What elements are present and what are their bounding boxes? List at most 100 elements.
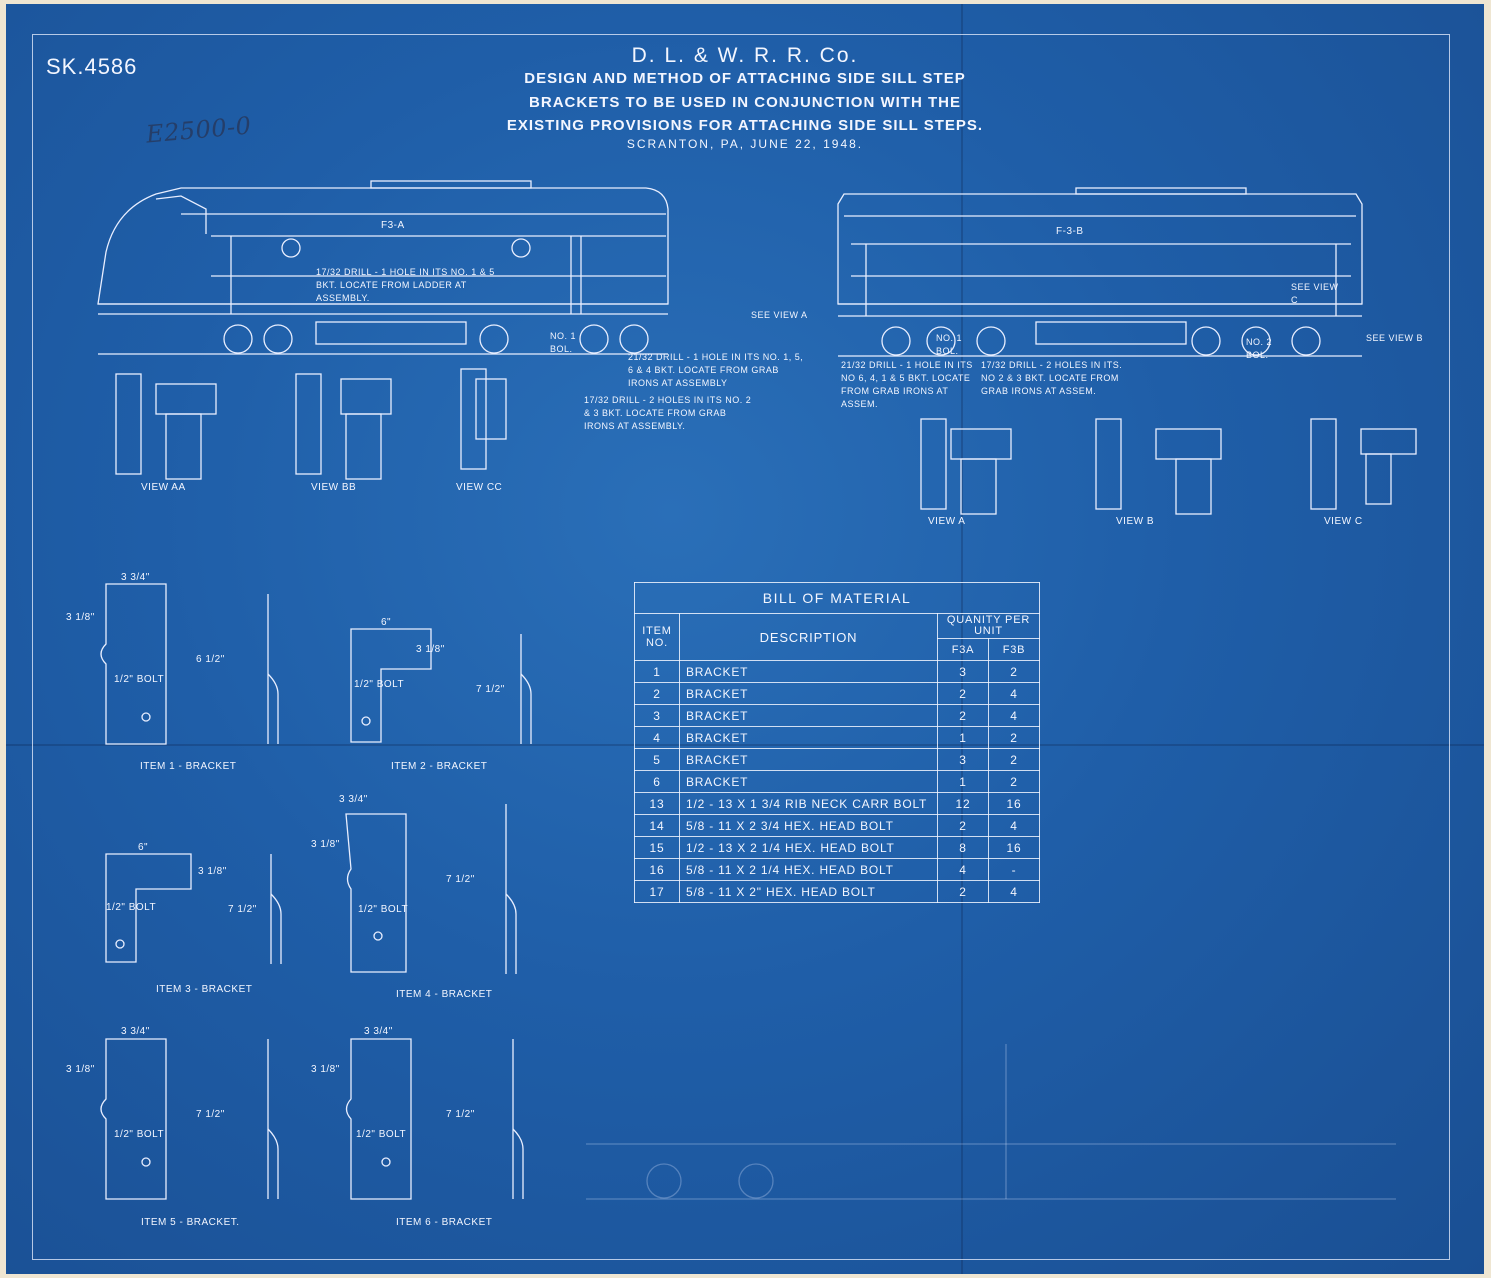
- item-5-width: 3 3/4": [121, 1026, 150, 1037]
- item-3-bolt: 1/2" BOLT: [106, 902, 157, 913]
- sheet-number: SK.4586: [46, 54, 138, 79]
- item-1-width: 3 3/4": [121, 572, 150, 583]
- item-6-height-1: 3 1/8": [311, 1064, 340, 1075]
- bom-col-f3b: F3B: [988, 638, 1040, 661]
- place-date: SCRANTON, PA, JUNE 22, 1948.: [626, 137, 864, 151]
- bom-qty-f3a: 3: [937, 748, 989, 771]
- view-cc-label: VIEW CC: [456, 482, 503, 493]
- item-4-bolt: 1/2" BOLT: [358, 904, 409, 915]
- view-c-label: VIEW C: [1324, 516, 1363, 527]
- bom-qty-f3a: 2: [937, 814, 989, 837]
- item-5-bolt: 1/2" BOLT: [114, 1129, 165, 1140]
- bracket-drawings: [100, 583, 532, 1200]
- bom-qty-f3a: 1: [937, 770, 989, 793]
- bom-description: BRACKET: [679, 748, 938, 771]
- detail-views: [115, 368, 1417, 515]
- item-6-height-2: 7 1/2": [446, 1109, 475, 1120]
- blueprint-sheet: SK.4586 E2500-0 D. L. & W. R. R. Co. DES…: [6, 4, 1484, 1274]
- bom-description: BRACKET: [679, 704, 938, 727]
- item-6-bolt: 1/2" BOLT: [356, 1129, 407, 1140]
- bom-col-item: ITEM NO.: [634, 613, 680, 661]
- item-4-height-2: 7 1/2": [446, 874, 475, 885]
- bom-item-no: 17: [634, 880, 680, 903]
- item-5-height-2: 7 1/2": [196, 1109, 225, 1120]
- bom-qty-f3b: 2: [988, 660, 1040, 683]
- item-5-height-1: 3 1/8": [66, 1064, 95, 1075]
- bom-qty-f3a: 4: [937, 858, 989, 881]
- faint-sketch: [586, 1044, 1396, 1200]
- item-5-label: ITEM 5 - BRACKET.: [141, 1217, 240, 1228]
- f3b-bolster-2: NO. 2 BOL.: [1246, 337, 1273, 360]
- bom-qty-f3b: 16: [988, 836, 1040, 859]
- bom-qty-f3a: 12: [937, 792, 989, 815]
- view-bb-label: VIEW BB: [311, 482, 357, 493]
- bom-description: BRACKET: [679, 770, 938, 793]
- bom-col-quantity: QUANITY PER UNIT: [937, 613, 1040, 639]
- bom-description: BRACKET: [679, 660, 938, 683]
- item-2-label: ITEM 2 - BRACKET: [391, 761, 488, 772]
- item-1-height-1: 3 1/8": [66, 612, 95, 623]
- f3a-label: F3-A: [381, 220, 405, 231]
- bom-item-no: 4: [634, 726, 680, 749]
- bom-item-no: 2: [634, 682, 680, 705]
- item-2-width: 6": [381, 617, 392, 628]
- bom-item-no: 16: [634, 858, 680, 881]
- bom-col-description: DESCRIPTION: [679, 613, 938, 661]
- drawing-border: [32, 34, 1450, 1260]
- f3b-label: F-3-B: [1056, 226, 1084, 237]
- item-2-height-2: 7 1/2": [476, 684, 505, 695]
- bom-qty-f3b: 4: [988, 880, 1040, 903]
- company-title: D. L. & W. R. R. Co.: [631, 44, 859, 67]
- f3b-note-1: 21/32 DRILL - 1 HOLE IN ITS NO 6, 4, 1 &…: [841, 360, 973, 409]
- item-2-bolt: 1/2" BOLT: [354, 679, 405, 690]
- bom-qty-f3a: 1: [937, 726, 989, 749]
- title-line-1: DESIGN AND METHOD OF ATTACHING SIDE SILL…: [524, 70, 966, 87]
- bill-of-material-table: BILL OF MATERIAL ITEM NO. DESCRIPTION QU…: [634, 582, 1040, 903]
- bom-item-no: 1: [634, 660, 680, 683]
- f3b-see-view-c: SEE VIEW C: [1291, 282, 1339, 305]
- bom-qty-f3b: 2: [988, 770, 1040, 793]
- bom-qty-f3b: 4: [988, 814, 1040, 837]
- bom-qty-f3b: 4: [988, 682, 1040, 705]
- bom-item-no: 15: [634, 836, 680, 859]
- bom-item-no: 14: [634, 814, 680, 837]
- item-1-label: ITEM 1 - BRACKET: [140, 761, 237, 772]
- item-6-width: 3 3/4": [364, 1026, 393, 1037]
- line-art: [97, 180, 1417, 1200]
- f3a-bolster: NO. 1 BOL.: [550, 331, 577, 354]
- bom-description: 1/2 - 13 X 1 3/4 RIB NECK CARR BOLT: [679, 792, 938, 815]
- bom-qty-f3a: 2: [937, 704, 989, 727]
- f3b-see-view-a: SEE VIEW A: [751, 310, 808, 320]
- bom-description: 5/8 - 11 X 2 3/4 HEX. HEAD BOLT: [679, 814, 938, 837]
- item-3-width: 6": [138, 842, 149, 853]
- item-1-bolt: 1/2" BOLT: [114, 674, 165, 685]
- f3a-note-3: 17/32 DRILL - 2 HOLES IN ITS NO. 2 & 3 B…: [584, 395, 752, 431]
- f3b-see-view-b: SEE VIEW B: [1366, 333, 1424, 343]
- item-4-width: 3 3/4": [339, 794, 368, 805]
- item-4-height-1: 3 1/8": [311, 839, 340, 850]
- f3b-locomotive-drawing: [837, 187, 1363, 357]
- bom-qty-f3a: 3: [937, 660, 989, 683]
- bom-description: BRACKET: [679, 726, 938, 749]
- bom-qty-f3a: 2: [937, 682, 989, 705]
- bom-description: 1/2 - 13 X 2 1/4 HEX. HEAD BOLT: [679, 836, 938, 859]
- item-3-label: ITEM 3 - BRACKET: [156, 984, 253, 995]
- f3b-note-2: 17/32 DRILL - 2 HOLES IN ITS. NO 2 & 3 B…: [981, 360, 1123, 396]
- bom-item-no: 13: [634, 792, 680, 815]
- bom-qty-f3a: 8: [937, 836, 989, 859]
- view-a-label: VIEW A: [928, 516, 966, 527]
- bom-qty-f3b: 16: [988, 792, 1040, 815]
- f3a-note-2: 21/32 DRILL - 1 HOLE IN ITS NO. 1, 5, 6 …: [628, 352, 804, 388]
- bom-item-no: 5: [634, 748, 680, 771]
- item-2-height-1: 3 1/8": [416, 644, 445, 655]
- item-4-label: ITEM 4 - BRACKET: [396, 989, 493, 1000]
